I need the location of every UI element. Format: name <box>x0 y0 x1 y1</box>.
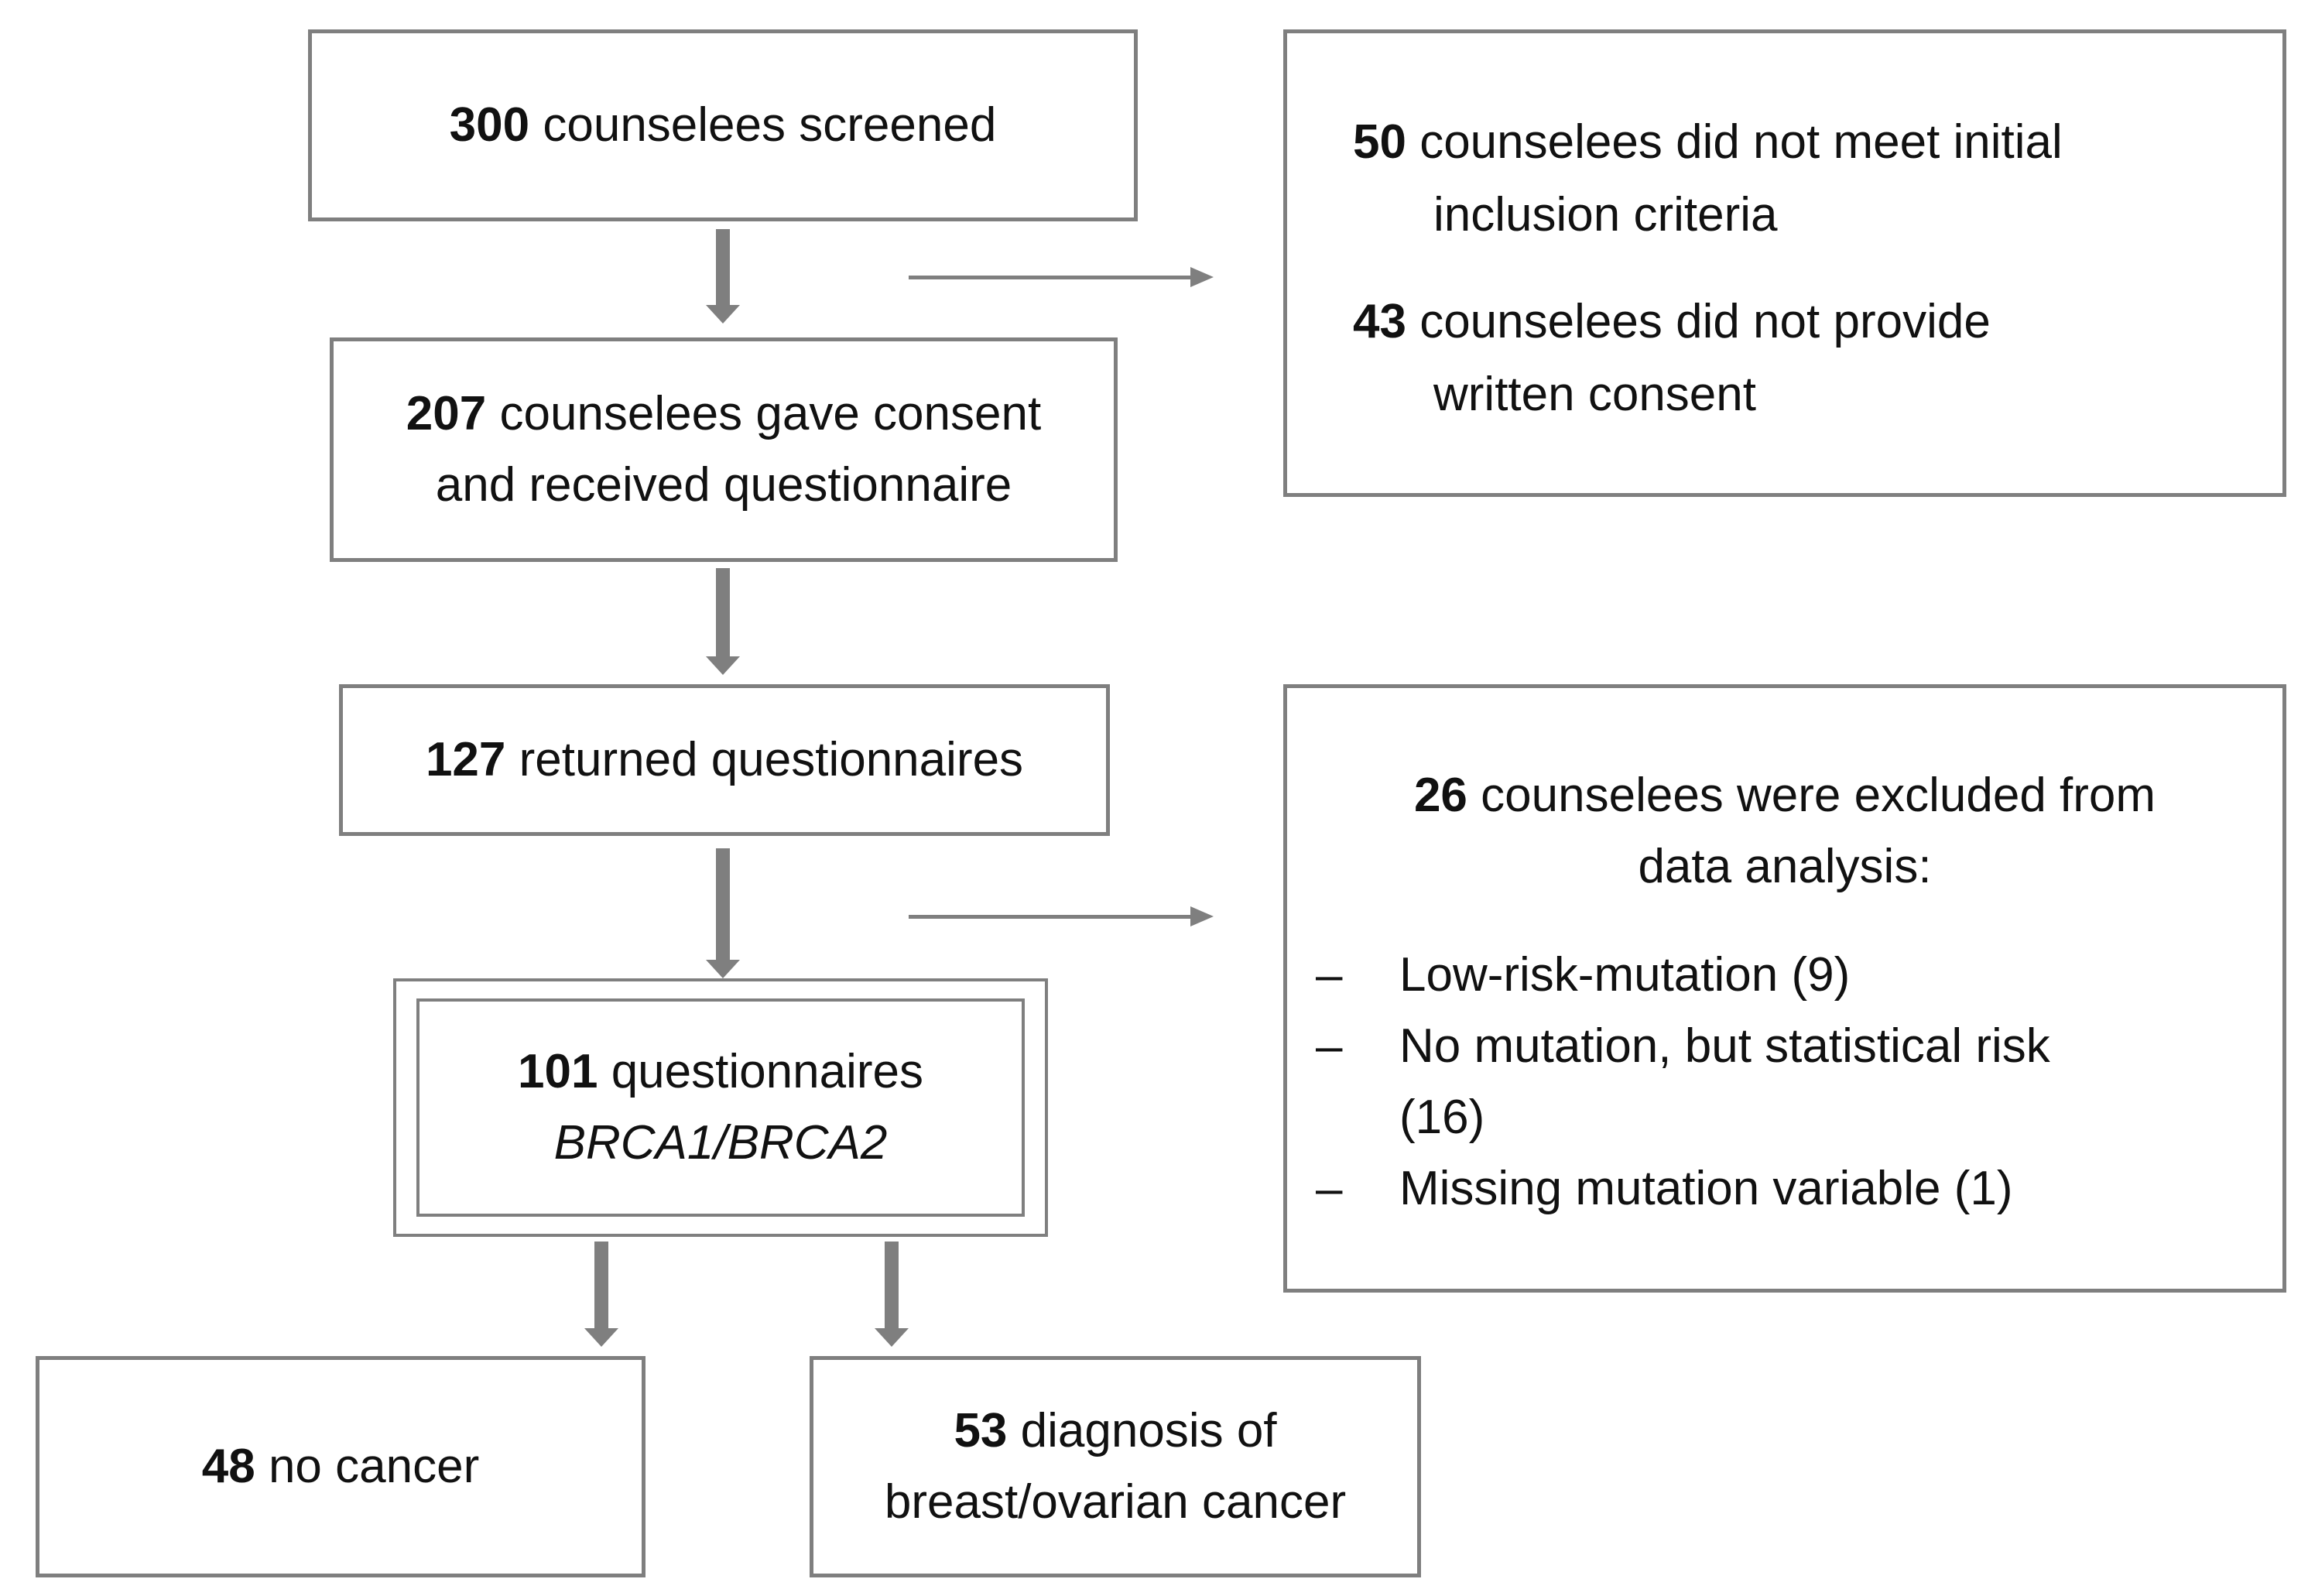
bullet-text: No mutation, but statistical risk <box>1399 1019 2050 1073</box>
bullet-dash: – <box>1316 948 1343 1002</box>
returned-count: 127 <box>425 733 506 786</box>
consent-box: 207 counselees gave consent and received… <box>330 337 1118 562</box>
bullet-text: Missing mutation variable (1) <box>1399 1162 2013 1215</box>
exclusion1-item2-line2: written consent <box>1433 368 1756 421</box>
no-cancer-count: 48 <box>201 1440 255 1493</box>
exclusion2-box <box>1283 684 2286 1293</box>
consent-line2: and received questionnaire <box>435 458 1012 512</box>
arrow-to-exclusion1 <box>909 267 1214 287</box>
final-line2: BRCA1/BRCA2 <box>553 1116 888 1170</box>
no-cancer-label: 48 no cancer <box>202 1431 479 1502</box>
returned-text: returned questionnaires <box>519 733 1024 786</box>
final-count: 101 <box>518 1045 598 1098</box>
arrow-consent-to-returned <box>706 568 740 675</box>
final-text: questionnaires <box>611 1045 923 1098</box>
arrow-final-to-no-cancer <box>584 1242 618 1347</box>
arrow-screened-to-consent <box>706 229 740 324</box>
cancer-text1: diagnosis of <box>1020 1404 1277 1457</box>
exclusion2-heading-line2: data analysis: <box>1638 840 1932 893</box>
screened-label: 300 counselees screened <box>450 90 997 161</box>
exclusion2-heading-text1: counselees were excluded from <box>1481 769 2156 822</box>
consent-count: 207 <box>406 387 487 440</box>
exclusion1-box <box>1283 29 2286 497</box>
cancer-box: 53 diagnosis of breast/ovarian cancer <box>810 1356 1421 1577</box>
arrow-returned-to-final <box>706 848 740 978</box>
exclusion1-item1-line1: 50 counselees did not meet initial <box>1353 107 2063 178</box>
exclusion1-item2-text1: counselees did not provide <box>1419 295 1991 348</box>
exclusion2-count: 26 <box>1413 769 1467 822</box>
cancer-count: 53 <box>954 1404 1008 1457</box>
no-cancer-text: no cancer <box>268 1440 480 1493</box>
cancer-line2: breast/ovarian cancer <box>884 1475 1347 1529</box>
exclusion2-heading-line1: 26 counselees were excluded from <box>1283 760 2286 831</box>
consent-line1: 207 counselees gave consent <box>406 378 1041 450</box>
arrow-final-to-cancer <box>875 1242 909 1347</box>
screened-text: counselees screened <box>543 98 997 152</box>
arrow-to-exclusion2 <box>909 906 1214 926</box>
cancer-line1: 53 diagnosis of <box>954 1396 1276 1467</box>
returned-box: 127 returned questionnaires <box>339 684 1110 836</box>
consent-text1: counselees gave consent <box>499 387 1042 440</box>
final-line1: 101 questionnaires <box>518 1036 923 1108</box>
exclusion2-bullet-2-cont: (16) <box>1399 1091 1485 1144</box>
bullet-dash: – <box>1316 1019 1343 1073</box>
bullet-text: Low-risk-mutation (9) <box>1399 948 1851 1002</box>
final-box-inner: 101 questionnaires BRCA1/BRCA2 <box>416 998 1025 1217</box>
no-cancer-box: 48 no cancer <box>36 1356 645 1577</box>
screened-count: 300 <box>449 98 530 152</box>
screened-box: 300 counselees screened <box>308 29 1138 221</box>
bullet-dash: – <box>1316 1162 1343 1215</box>
exclusion1-item1-line2: inclusion criteria <box>1433 188 1778 241</box>
returned-label: 127 returned questionnaires <box>426 724 1023 796</box>
exclusion1-item2-count: 43 <box>1353 295 1406 348</box>
exclusion1-item1-text1: counselees did not meet initial <box>1419 115 2063 169</box>
exclusion1-item2-line1: 43 counselees did not provide <box>1353 286 1991 358</box>
exclusion1-item1-count: 50 <box>1353 115 1406 169</box>
